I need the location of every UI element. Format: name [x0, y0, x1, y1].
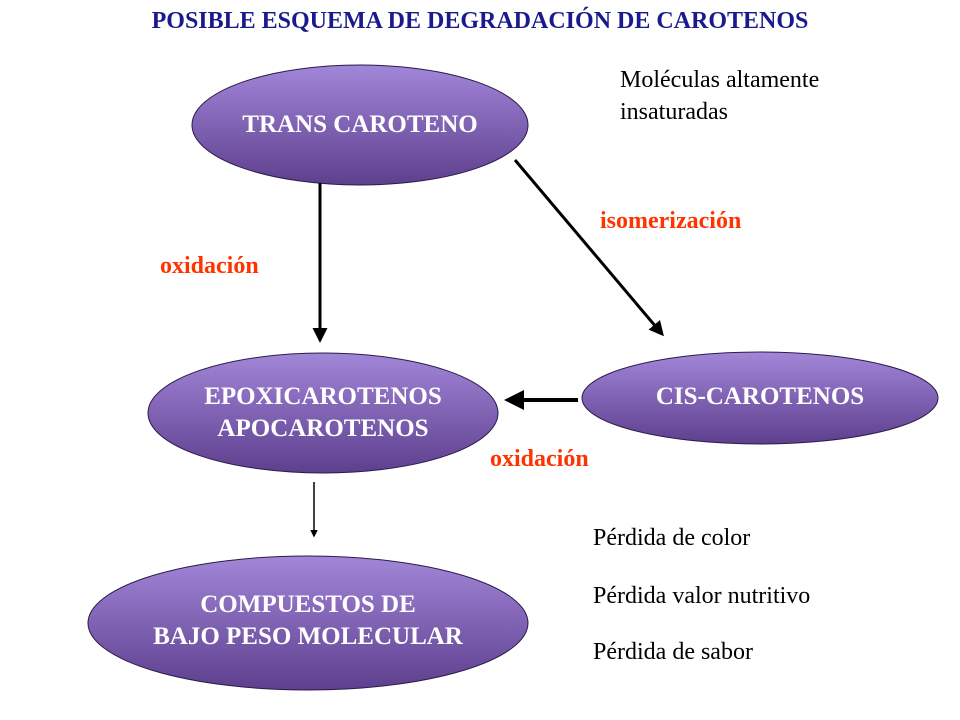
- node-epoxicarotenos: [147, 352, 499, 474]
- note-insaturadas-line1: Moléculas altamente: [620, 67, 820, 93]
- node-cis-label: CIS-CAROTENOS: [582, 381, 938, 413]
- arrow-trans-to-cis: [513, 159, 664, 337]
- note-insaturadas: Moléculas altamente insaturadas: [620, 64, 819, 128]
- node-trans-label: TRANS CAROTENO: [192, 109, 528, 141]
- node-compuestos-line2: BAJO PESO MOLECULAR: [153, 623, 463, 650]
- node-compuestos-label: COMPUESTOS DE BAJO PESO MOLECULAR: [88, 589, 528, 653]
- node-cis-carotenos: [581, 351, 939, 445]
- edge-label-isomerizacion: isomerización: [600, 208, 742, 234]
- loss-item-color: Pérdida de color: [593, 525, 751, 551]
- note-insaturadas-line2: insaturadas: [620, 99, 728, 125]
- loss-item-sabor: Pérdida de sabor: [593, 639, 753, 665]
- loss-item-nutritivo: Pérdida valor nutritivo: [593, 583, 811, 609]
- node-trans-line1: TRANS CAROTENO: [242, 111, 478, 138]
- node-epoxi-line1: EPOXICAROTENOS: [204, 383, 442, 410]
- node-epoxi-label: EPOXICAROTENOS APOCAROTENOS: [148, 381, 498, 445]
- node-epoxi-line2: APOCAROTENOS: [217, 415, 429, 442]
- node-compuestos-line1: COMPUESTOS DE: [200, 591, 416, 618]
- edge-label-oxidacion-vertical: oxidación: [160, 253, 259, 279]
- node-trans-caroteno: [191, 64, 529, 186]
- node-compuestos: [87, 555, 529, 691]
- edge-label-oxidacion-horizontal: oxidación: [490, 446, 589, 472]
- node-cis-line1: CIS-CAROTENOS: [655, 383, 865, 410]
- page-title: POSIBLE ESQUEMA DE DEGRADACIÓN DE CAROTE…: [151, 8, 809, 34]
